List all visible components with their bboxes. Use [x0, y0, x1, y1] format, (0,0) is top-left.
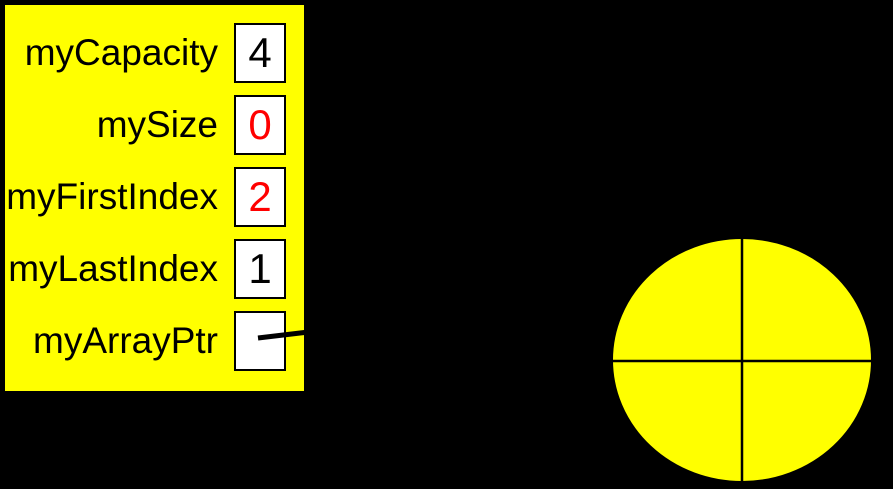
field-label: mySize: [96, 104, 218, 145]
field-value: 2: [248, 173, 272, 220]
deque-object-box: myCapacity 4 mySize 0 myFirstIndex 2 myL…: [3, 3, 306, 393]
field-label: myArrayPtr: [33, 320, 218, 361]
circle-body: [611, 237, 873, 483]
field-value-box: 0: [234, 95, 286, 155]
field-row: myLastIndex 1: [5, 239, 286, 299]
field-value: 4: [248, 29, 272, 76]
field-row: myArrayPtr: [5, 311, 286, 371]
field-row: myCapacity 4: [5, 23, 286, 83]
field-value: 0: [248, 101, 272, 148]
circular-array-circle: [611, 237, 873, 483]
field-value-box: 4: [234, 23, 286, 83]
field-row: mySize 0: [5, 95, 286, 155]
field-label: myFirstIndex: [6, 176, 218, 217]
field-label: myCapacity: [24, 32, 218, 73]
field-value-box: 1: [234, 239, 286, 299]
field-label: myLastIndex: [8, 248, 218, 289]
pointer-value-box: [234, 311, 286, 371]
field-row: myFirstIndex 2: [5, 167, 286, 227]
field-value-box: 2: [234, 167, 286, 227]
field-value: 1: [248, 245, 272, 292]
